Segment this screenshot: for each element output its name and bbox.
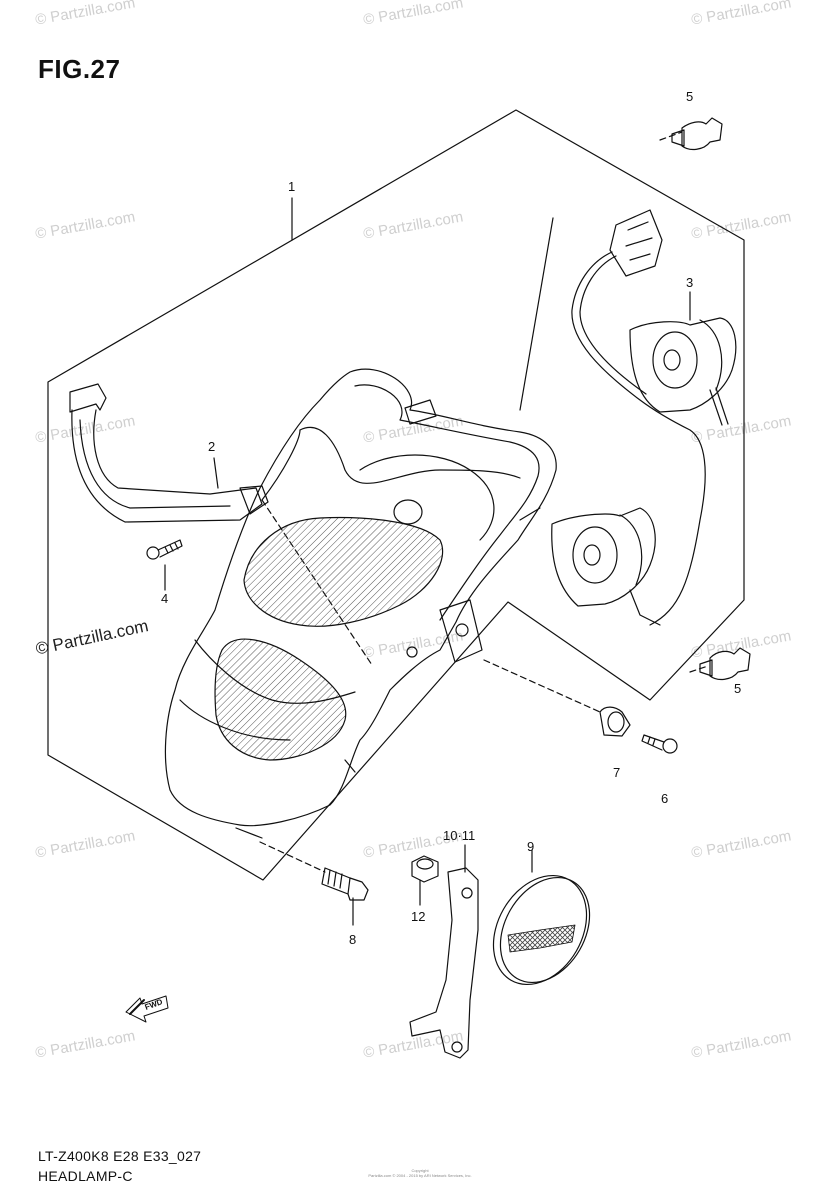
copyright-line-2: Partzilla.com © 2004 - 2015 by ARI Netwo… xyxy=(368,1173,472,1178)
callout-5-lower[interactable]: 5 xyxy=(734,681,742,696)
bezel-part-2 xyxy=(69,383,269,523)
dashed-line xyxy=(659,131,683,141)
callout-6[interactable]: 6 xyxy=(661,791,669,806)
bulb-part-5-lower xyxy=(699,647,751,681)
bolt-part-8 xyxy=(321,867,369,901)
callout-9[interactable]: 9 xyxy=(527,839,535,854)
bracket-part-10-11 xyxy=(409,867,479,1059)
dashed-line xyxy=(261,499,373,666)
nut-part-12 xyxy=(411,855,439,883)
leader-2 xyxy=(213,457,219,489)
callout-4[interactable]: 4 xyxy=(161,591,169,606)
callout-10-11[interactable]: 10·11 xyxy=(443,828,476,843)
bulb-part-5-upper xyxy=(671,117,723,151)
assembly-outline xyxy=(47,109,745,881)
dashed-line xyxy=(483,659,601,713)
subassembly-outline xyxy=(519,217,554,411)
diagram-name: HEADLAMP-C xyxy=(38,1168,133,1184)
figure-title: FIG.27 xyxy=(38,54,121,84)
copyright-line-1: Copyright xyxy=(411,1168,429,1173)
callout-8[interactable]: 8 xyxy=(349,932,357,947)
screw-part-6 xyxy=(641,734,678,754)
reflector-part-9 xyxy=(492,874,591,986)
dashed-line xyxy=(259,841,326,873)
diagram-code: LT-Z400K8 E28 E33_027 xyxy=(38,1148,202,1164)
callout-1[interactable]: 1 xyxy=(288,179,296,194)
callout-7[interactable]: 7 xyxy=(613,765,621,780)
grommet-part-7 xyxy=(599,706,631,737)
socket-harness-part-3 xyxy=(551,209,737,626)
fwd-arrow-icon: FWD xyxy=(125,995,169,1023)
callout-5-upper[interactable]: 5 xyxy=(686,89,694,104)
callout-2[interactable]: 2 xyxy=(208,439,216,454)
callout-12[interactable]: 12 xyxy=(411,909,426,924)
copyright-notice: Copyright Partzilla.com © 2004 - 2015 by… xyxy=(340,1168,500,1178)
screw-part-4 xyxy=(146,539,183,560)
dashed-line xyxy=(689,665,709,673)
headlamp-housing-part-1 xyxy=(164,368,557,839)
callout-3[interactable]: 3 xyxy=(686,275,694,290)
